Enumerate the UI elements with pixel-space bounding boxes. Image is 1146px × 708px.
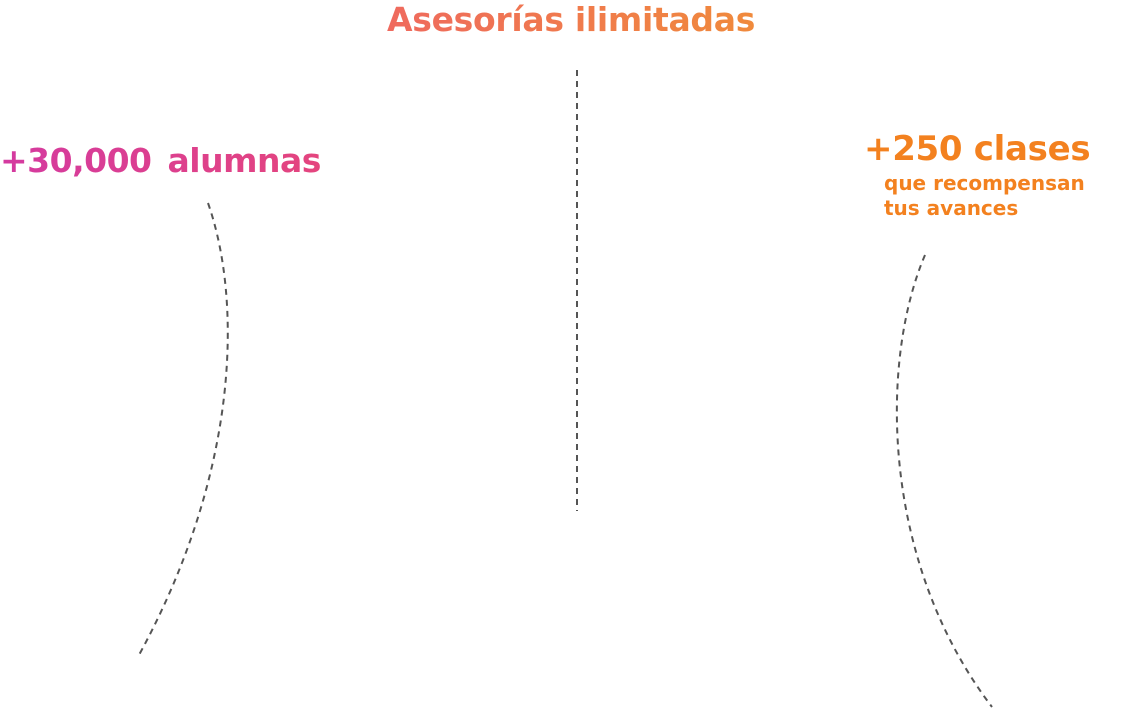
left-dashed-curve bbox=[138, 202, 229, 656]
clases-headline: +250 clases bbox=[864, 129, 1091, 169]
right-dashed-curve bbox=[895, 254, 993, 708]
clases-subtitle-line1: que recompensan bbox=[884, 171, 1085, 195]
clases-subtitle-line2: tus avances bbox=[884, 196, 1019, 220]
center-title: Asesorías ilimitadas bbox=[387, 0, 756, 39]
